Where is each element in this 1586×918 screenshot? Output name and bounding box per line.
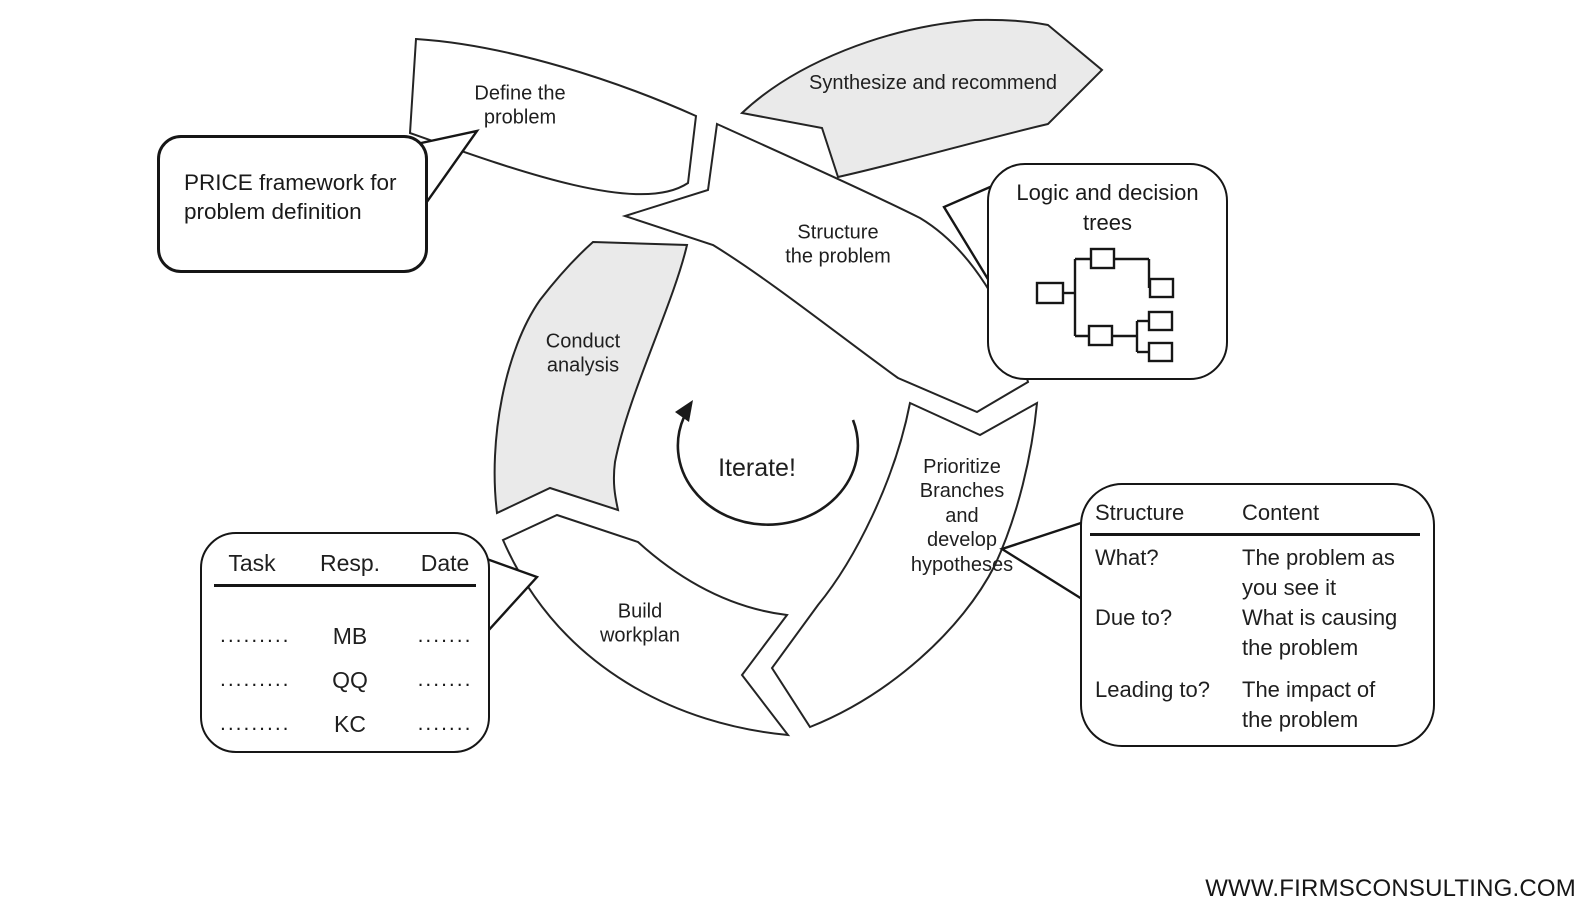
- label-build-workplan: Build workplan: [599, 600, 681, 647]
- task-placeholder: .........: [220, 624, 291, 647]
- segment-define-the-problem: [408, 37, 698, 196]
- row-value: The problem as you see it: [1242, 545, 1395, 600]
- logic-trees-title: Logic and decision trees: [1016, 180, 1199, 235]
- problem-definition-row: Leading to? The impact of the problem: [1095, 675, 1433, 735]
- website-url: WWW.FIRMSCONSULTING.COM: [1205, 875, 1576, 902]
- label-structure-the-problem: Structure the problem: [785, 221, 891, 268]
- problem-definition-row: Due to? What is causing the problem: [1095, 603, 1433, 663]
- workplan-row: ......... MB .......: [220, 621, 488, 651]
- structure-col-header: Structure: [1095, 500, 1185, 525]
- label-iterate: Iterate!: [718, 453, 796, 482]
- row-value: What is causing the problem: [1242, 605, 1398, 660]
- workplan-table-callout: Task Resp. Date ......... MB ....... ...…: [200, 532, 490, 753]
- segment-conduct-analysis: [493, 240, 689, 515]
- row-value: The impact of the problem: [1242, 677, 1376, 732]
- row-label: Due to?: [1095, 605, 1173, 630]
- iterate-arrow-arc: [676, 416, 860, 526]
- date-placeholder: .......: [417, 668, 473, 691]
- price-framework-callout: PRICE framework for problem definition: [157, 135, 428, 273]
- decision-tree-icon: [1035, 247, 1175, 363]
- label-prioritize-branches: Prioritize Branches and develop hypothes…: [910, 456, 1014, 576]
- task-placeholder: .........: [220, 712, 291, 735]
- workplan-row: ......... KC .......: [220, 709, 488, 739]
- resp-value: QQ: [332, 666, 368, 693]
- date-placeholder: .......: [417, 712, 473, 735]
- resp-value: MB: [332, 622, 368, 649]
- label-define-the-problem: Define the problem: [474, 82, 566, 129]
- workplan-col-resp: Resp.: [319, 550, 381, 576]
- workplan-table-header: Task Resp. Date: [220, 550, 488, 577]
- price-framework-text: PRICE framework for problem definition: [184, 170, 397, 224]
- date-placeholder: .......: [417, 624, 473, 647]
- problem-definition-callout: Structure Content What? The problem as y…: [1080, 483, 1435, 747]
- problem-definition-rule: [1090, 533, 1420, 536]
- row-label: What?: [1095, 545, 1159, 570]
- workplan-col-date: Date: [420, 550, 470, 576]
- iterate-arrowhead-icon: [675, 400, 693, 422]
- workplan-row: ......... QQ .......: [220, 665, 488, 695]
- logic-trees-callout: Logic and decision trees: [987, 163, 1228, 380]
- row-label: Leading to?: [1095, 677, 1210, 702]
- task-placeholder: .........: [220, 668, 291, 691]
- content-col-header: Content: [1242, 500, 1320, 525]
- problem-definition-row: What? The problem as you see it: [1095, 543, 1433, 603]
- segment-synthesize-and-recommend: [739, 18, 1104, 179]
- workplan-col-task: Task: [228, 550, 276, 576]
- label-synthesize-and-recommend: Synthesize and recommend: [809, 71, 1057, 94]
- resp-value: KC: [334, 710, 366, 737]
- workplan-header-rule: [214, 584, 476, 587]
- label-conduct-analysis: Conduct analysis: [545, 330, 621, 377]
- problem-definition-callout-tail: [999, 518, 1092, 607]
- problem-definition-header: Structure Content: [1095, 500, 1433, 526]
- segment-prioritize-branches: [770, 401, 1039, 729]
